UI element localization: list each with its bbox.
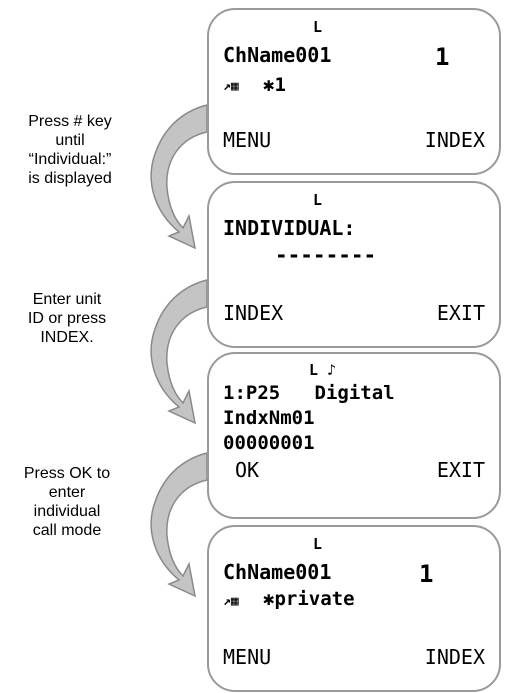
zone-number: 1 <box>419 560 434 588</box>
radio-screen-2: L INDIVIDUAL: -------- INDEX EXIT <box>207 181 501 348</box>
instruction-1: Press # key until “Individual:” is displ… <box>0 112 140 188</box>
instruction-1-line: until <box>55 132 85 149</box>
status-icons: ↗▦ <box>223 79 239 94</box>
index-softkey[interactable]: INDEX <box>223 301 284 325</box>
radio-screen-4: L ChName001 1 ↗▦ ✱private MENU INDEX <box>207 525 501 692</box>
top-indicator-icon: L <box>313 18 323 36</box>
ok-softkey[interactable]: OK <box>235 458 260 482</box>
instruction-2-line: Enter unit <box>32 291 102 308</box>
instruction-3-line: enter <box>48 484 86 501</box>
unit-id: 00000001 <box>223 432 315 454</box>
instruction-3: Press OK to enter individual call mode <box>0 464 134 540</box>
index-softkey[interactable]: INDEX <box>424 128 485 152</box>
instruction-1-line: Press # key <box>28 113 112 130</box>
top-indicator-icon: L <box>313 191 323 209</box>
channel-name: ChName001 <box>223 43 332 67</box>
exit-softkey[interactable]: EXIT <box>436 458 485 482</box>
system-line: 1:P25 Digital <box>223 382 395 404</box>
individual-name: IndxNm01 <box>223 407 315 429</box>
radio-screen-3: L ♪ 1:P25 Digital IndxNm01 00000001 OK E… <box>207 352 501 519</box>
curved-arrow-1 <box>150 104 208 250</box>
top-indicator-icon: L <box>313 535 323 553</box>
status-text: ✱1 <box>263 74 286 96</box>
instruction-1-line: is displayed <box>28 170 112 187</box>
menu-softkey[interactable]: MENU <box>223 128 272 152</box>
instruction-2-line: INDEX. <box>40 329 94 346</box>
curved-arrow-3 <box>150 452 208 598</box>
instruction-3-line: call mode <box>32 522 102 539</box>
instruction-3-line: individual <box>33 503 101 520</box>
status-text: ✱private <box>263 588 355 610</box>
curved-arrow-2 <box>150 279 208 425</box>
top-indicator-icon: L ♪ <box>309 361 337 379</box>
menu-softkey[interactable]: MENU <box>223 645 272 669</box>
index-softkey[interactable]: INDEX <box>424 645 485 669</box>
zone-number: 1 <box>435 43 450 71</box>
unit-id-entry[interactable]: -------- <box>275 243 377 267</box>
channel-name: ChName001 <box>223 560 332 584</box>
instruction-3-line: Press OK to <box>23 465 111 482</box>
exit-softkey[interactable]: EXIT <box>436 301 485 325</box>
instruction-1-line: “Individual:” <box>28 151 112 168</box>
instruction-2: Enter unit ID or press INDEX. <box>0 290 134 347</box>
instruction-2-line: ID or press <box>27 310 107 327</box>
individual-title: INDIVIDUAL: <box>223 216 356 240</box>
status-icons: ↗▦ <box>223 594 239 609</box>
radio-screen-1: L ChName001 1 ↗▦ ✱1 MENU INDEX <box>207 8 501 175</box>
